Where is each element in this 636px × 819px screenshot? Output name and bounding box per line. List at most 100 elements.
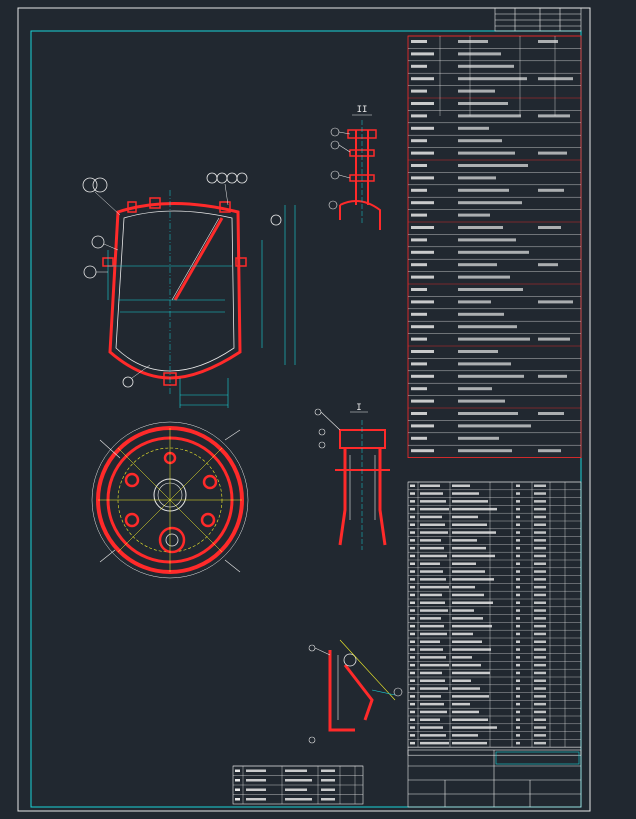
spec-row-label <box>411 151 434 155</box>
parts-row-name <box>452 617 483 620</box>
spec-row-label <box>411 374 434 378</box>
top-nozzle-mid <box>149 197 161 209</box>
parts-row-name <box>452 492 479 495</box>
parts-row-code <box>420 702 444 706</box>
parts-row-code <box>420 734 446 737</box>
spec-row-value <box>458 436 499 440</box>
parts-row-name <box>452 531 496 534</box>
parts-row-code <box>420 648 443 651</box>
small-row-number <box>235 788 240 791</box>
parts-row-name <box>452 741 487 745</box>
parts-row-number <box>410 624 415 628</box>
parts-row-number <box>410 679 415 682</box>
spec-row-label <box>411 325 434 329</box>
parts-row-name <box>452 601 493 604</box>
parts-row-number <box>410 500 415 503</box>
parts-row-number <box>410 695 415 698</box>
spec-row-value <box>458 449 512 453</box>
spec-row-label <box>411 350 434 353</box>
parts-row-code <box>420 609 448 612</box>
spec-row-value <box>458 325 517 329</box>
spec-row-value <box>458 362 511 366</box>
parts-row-number <box>410 554 415 558</box>
vessel-shell <box>108 202 242 380</box>
parts-row-name <box>452 515 478 519</box>
parts-row-code <box>420 656 446 659</box>
parts-row-number <box>410 702 415 706</box>
parts-row-code <box>420 617 441 620</box>
spec-row-label <box>411 77 434 81</box>
parts-row-name <box>452 562 476 565</box>
spec-row-value <box>458 52 501 56</box>
spec-row-value <box>458 201 522 205</box>
parts-row-code <box>420 741 449 745</box>
spec-row-label <box>411 164 427 167</box>
parts-row-name <box>452 710 479 714</box>
parts-row-number <box>410 492 415 495</box>
detail-mark-ii: II <box>357 105 368 115</box>
spec-row-label <box>411 201 434 205</box>
spec-row-label <box>411 263 427 267</box>
spec-row-label <box>411 176 434 180</box>
spec-row-label <box>411 238 427 242</box>
spec-row-value <box>458 176 496 180</box>
detail-section-i: I <box>314 403 390 550</box>
parts-row-code <box>420 539 441 542</box>
spec-row-value <box>458 164 528 167</box>
spec-row-value <box>458 263 497 267</box>
parts-row-number <box>410 507 415 511</box>
parts-row-code <box>420 578 446 581</box>
parts-row-name <box>452 679 471 682</box>
spec-row-value <box>458 151 515 155</box>
spec-row-value <box>458 374 524 378</box>
spec-row-label <box>411 52 434 56</box>
parts-row-number <box>410 640 415 643</box>
parts-row-name <box>452 687 480 690</box>
spec-row-label <box>411 362 427 366</box>
parts-row-code <box>420 679 445 682</box>
parts-row-code <box>420 640 440 643</box>
spec-row-value <box>458 238 516 242</box>
parts-row-code <box>420 570 443 573</box>
parts-row-number <box>410 617 415 620</box>
parts-row-name <box>452 640 482 643</box>
parts-row-code <box>420 492 443 495</box>
parts-row-name <box>452 507 497 511</box>
parts-row-code <box>420 632 447 636</box>
parts-row-code <box>420 710 447 714</box>
parts-list-table <box>407 481 582 756</box>
spec-row-value <box>458 188 509 192</box>
parts-row-name <box>452 671 490 675</box>
spec-row-label <box>411 275 434 279</box>
top-title-cells <box>494 7 582 32</box>
parts-row-name <box>452 570 485 573</box>
top-nozzle-right <box>219 201 231 213</box>
outer-sheet-border <box>17 7 591 812</box>
parts-row-name <box>452 718 488 721</box>
top-nozzle-left <box>127 201 137 213</box>
parts-row-number <box>410 710 415 714</box>
parts-row-code <box>420 546 444 550</box>
spec-row-label <box>411 188 427 192</box>
spec-row-label <box>411 250 434 254</box>
parts-row-name <box>452 624 492 628</box>
spec-row-label <box>411 89 427 93</box>
spec-row-value <box>458 213 490 217</box>
parts-row-name <box>452 539 477 542</box>
parts-row-number <box>410 741 415 745</box>
spec-row-label <box>411 449 434 453</box>
detail-section-ii: II <box>328 105 381 230</box>
parts-row-name <box>452 523 487 526</box>
parts-row-code <box>420 484 440 487</box>
parts-row-number <box>410 585 415 589</box>
parts-row-code <box>420 593 442 597</box>
parts-row-number <box>410 484 415 487</box>
parts-row-number <box>410 734 415 737</box>
parts-row-number <box>410 726 415 729</box>
spec-row-label <box>411 312 427 316</box>
parts-row-name <box>452 585 475 589</box>
spec-row-label <box>411 213 427 217</box>
spec-row-label <box>411 126 434 130</box>
spec-row-value <box>458 77 527 81</box>
parts-row-name <box>452 663 481 667</box>
